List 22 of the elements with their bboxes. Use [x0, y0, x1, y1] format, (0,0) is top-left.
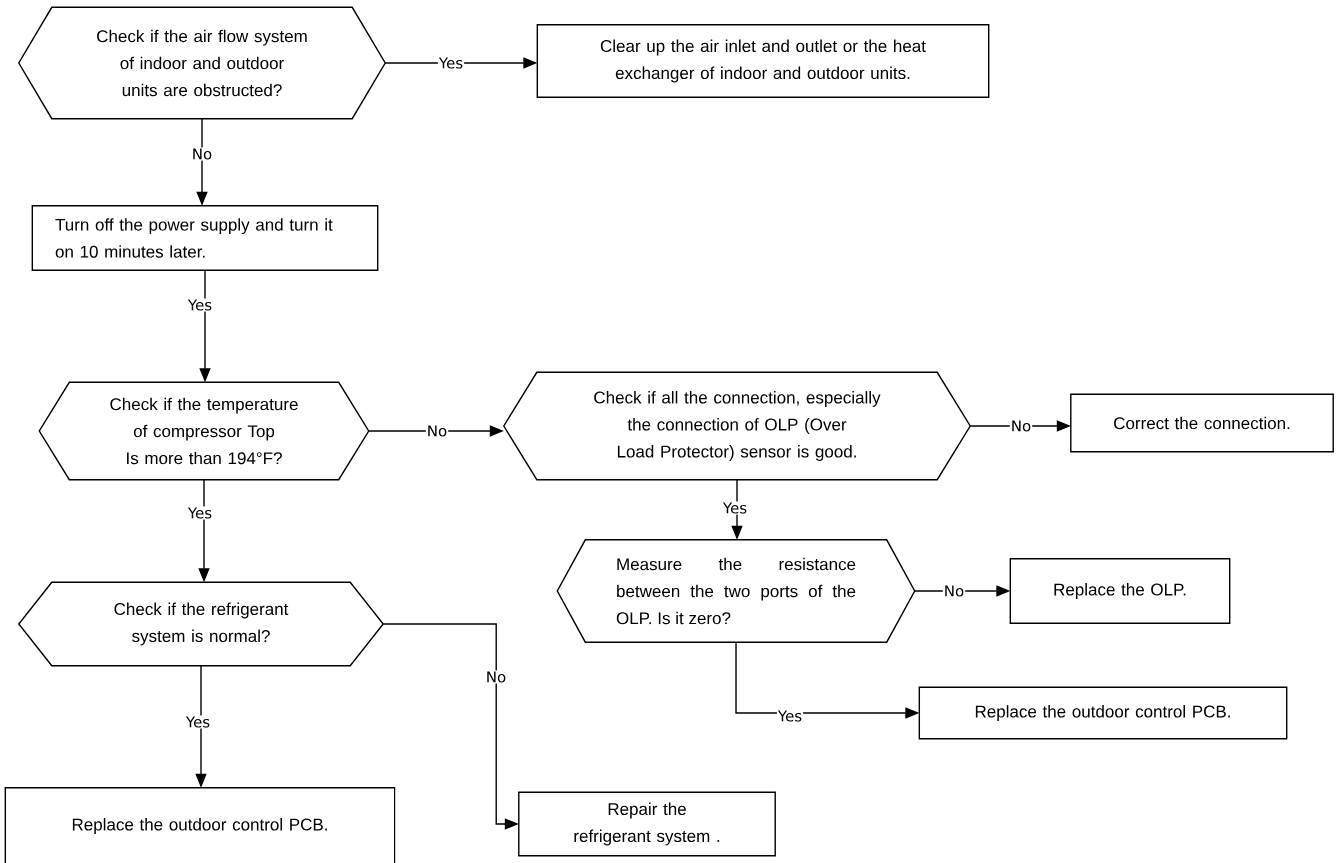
edge-label: No: [942, 584, 966, 598]
edge-label: Yes: [721, 501, 749, 515]
edge-label: Yes: [776, 709, 804, 723]
process-box: Replace the outdoor control PCB.: [4, 787, 396, 863]
edge-label: Yes: [186, 506, 214, 520]
process-box: Replace the outdoor control PCB.: [918, 686, 1288, 740]
edge-label: No: [425, 424, 449, 438]
process-box: Correct the connection.: [1070, 393, 1334, 453]
edge-label: Yes: [186, 298, 214, 312]
decision-hexagon: Check if the air flow system of indoor and outdoor units are obstructed?: [18, 6, 387, 120]
edge-label: No: [1009, 419, 1033, 433]
process-box: Replace the OLP.: [1009, 558, 1231, 624]
edge-label: No: [190, 147, 214, 161]
edge-label: Yes: [437, 56, 465, 70]
decision-hexagon: Measure the resistance between the two ports of the OLP. Is it zero?: [556, 539, 916, 643]
process-box: Turn off the power supply and turn it on 10 minutes later.: [31, 205, 379, 271]
decision-hexagon: Check if the temperature of compressor Top Is more than 194°F?: [38, 381, 370, 481]
process-box: Clear up the air inlet and outlet or the heat exchanger of indoor and outdoor units.: [536, 24, 990, 98]
decision-hexagon: Check if all the connection, especially the connection of OLP (Over Load Protector) sensor is good.: [503, 371, 972, 481]
edge-label: No: [484, 670, 508, 684]
edge-label: Yes: [184, 715, 212, 729]
process-box: Repair the refrigerant system .: [518, 791, 776, 857]
